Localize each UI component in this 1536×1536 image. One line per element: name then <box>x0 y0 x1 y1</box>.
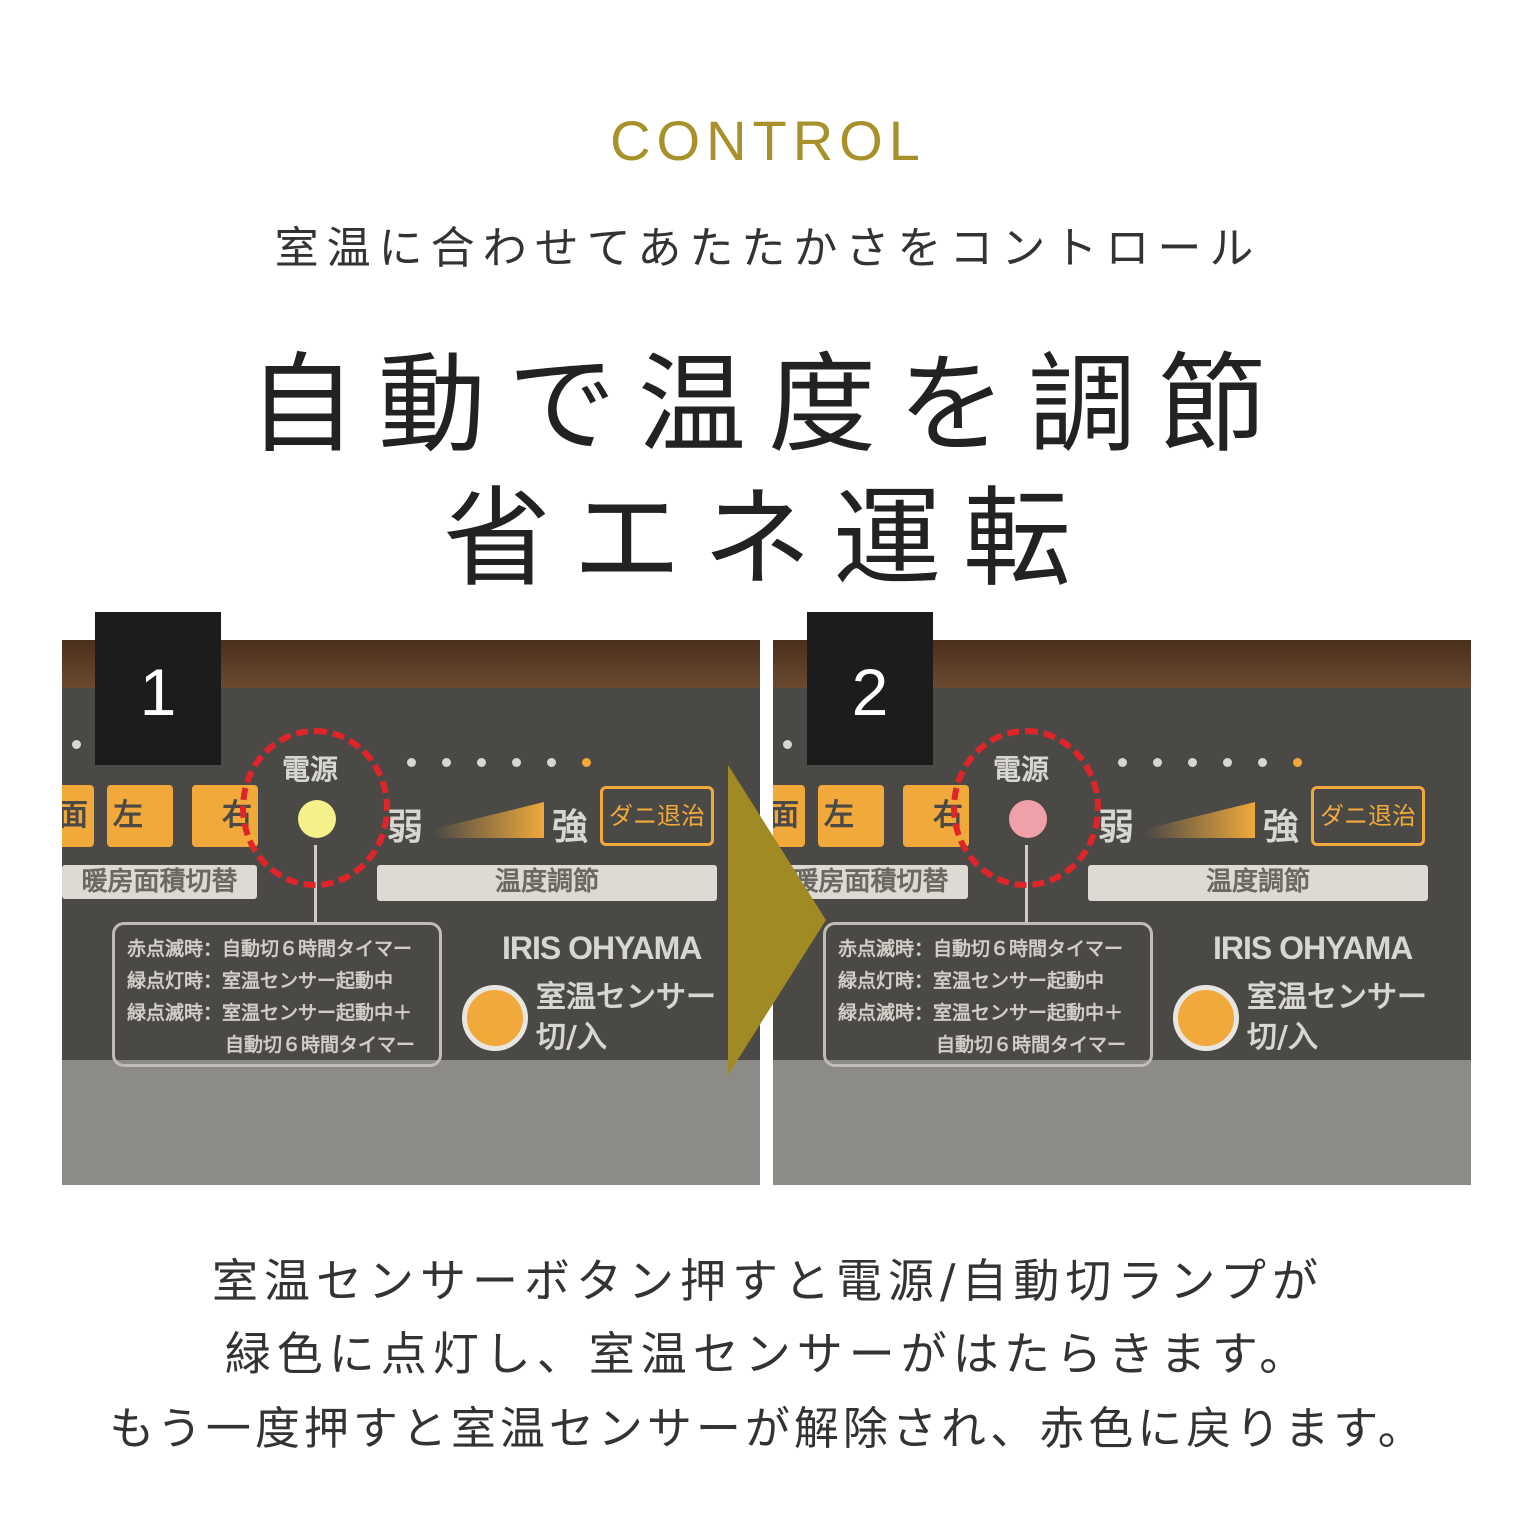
description-line3: もう一度押すと室温センサーが解除され、赤色に戻ります。 <box>109 1402 1427 1455</box>
description-line1: 室温センサーボタン押すと電源/自動切ランプが <box>211 1254 1325 1308</box>
zone-full-button[interactable]: 面 <box>62 785 94 847</box>
heater-body <box>62 1060 760 1185</box>
weak-label: 弱 <box>387 807 424 848</box>
room-sensor-button[interactable] <box>462 985 528 1051</box>
highlight-circle <box>240 728 390 888</box>
info-line: 緑点滅時：室温センサー起動中＋ <box>838 1002 1124 1024</box>
step2-badge: 2 <box>807 612 933 765</box>
info-line: 赤点滅時：自動切６時間タイマー <box>127 938 413 960</box>
heater-body <box>773 1060 1471 1185</box>
info-line: 赤点滅時：自動切６時間タイマー <box>838 938 1124 960</box>
mite-button[interactable]: ダニ退治 <box>1311 786 1425 846</box>
zone-full-button[interactable]: 面 <box>773 785 805 847</box>
room-sensor-button[interactable] <box>1173 985 1239 1051</box>
info-box: 赤点滅時：自動切６時間タイマー 緑点灯時：室温センサー起動中 緑点滅時：室温セン… <box>112 922 442 1067</box>
temperature-wedge <box>1145 802 1255 838</box>
strong-label: 強 <box>1263 807 1300 848</box>
room-sensor-label: 室温センサー 切/入 <box>1247 980 1427 1055</box>
brand-logo: IRIS OHYAMA <box>1213 930 1413 966</box>
info-line: 自動切６時間タイマー <box>936 1034 1127 1056</box>
strong-label: 強 <box>552 807 589 848</box>
zone-left-button[interactable]: 左 <box>818 785 884 847</box>
headline-line2: 省エネ運転 <box>442 477 1093 602</box>
zone-left-button[interactable]: 左 <box>107 785 173 847</box>
info-line: 緑点滅時：室温センサー起動中＋ <box>127 1002 413 1024</box>
info-box: 赤点滅時：自動切６時間タイマー 緑点灯時：室温センサー起動中 緑点滅時：室温セン… <box>823 922 1153 1067</box>
info-line: 緑点灯時：室温センサー起動中 <box>838 970 1105 992</box>
mite-button[interactable]: ダニ退治 <box>600 786 714 846</box>
eyebrow-title: CONTROL <box>610 109 926 172</box>
info-line: 緑点灯時：室温センサー起動中 <box>127 970 394 992</box>
weak-label: 弱 <box>1098 807 1135 848</box>
headline-line1: 自動で温度を調節 <box>247 343 1288 468</box>
zone-label: 暖房面積切替 <box>62 865 257 899</box>
temperature-wedge <box>434 802 544 838</box>
highlight-circle <box>951 728 1101 888</box>
info-line: 自動切６時間タイマー <box>225 1034 416 1056</box>
step1-badge: 1 <box>95 612 221 765</box>
subtitle: 室温に合わせてあたたかさをコントロール <box>274 223 1262 274</box>
temperature-label: 温度調節 <box>1088 865 1428 901</box>
description-line2: 緑色に点灯し、室温センサーがはたらきます。 <box>224 1327 1312 1381</box>
step1-photo: 面 左 右 暖房面積切替 電源 弱 強 ダニ退治 温度調節 赤点滅時：自動切６時… <box>62 640 760 1185</box>
room-sensor-label: 室温センサー 切/入 <box>536 980 716 1055</box>
brand-logo: IRIS OHYAMA <box>502 930 702 966</box>
temperature-label: 温度調節 <box>377 865 717 901</box>
